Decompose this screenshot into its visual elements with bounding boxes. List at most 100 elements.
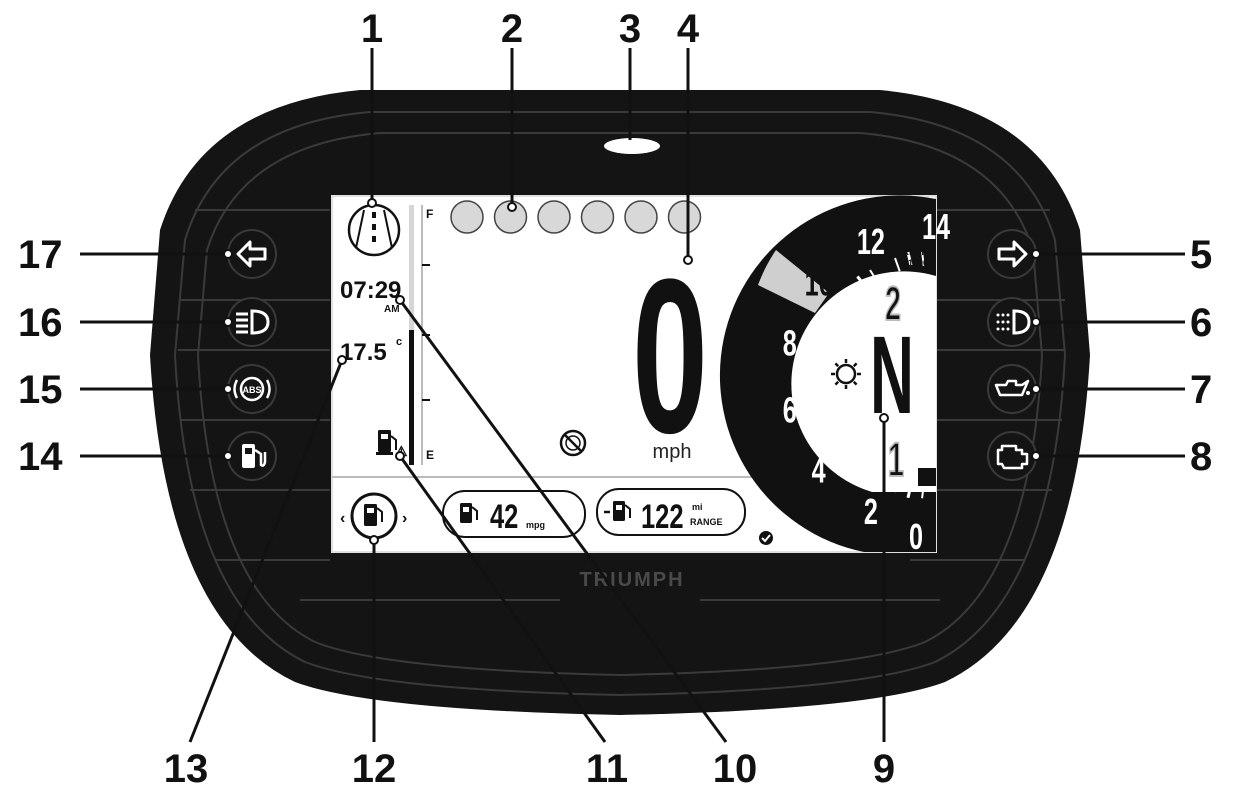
rpm-minor-tick [869,269,879,283]
shift-light-5 [624,200,658,234]
leader-lines [80,48,1185,743]
rpm-minor-tick [847,452,859,464]
range-fuel-icon [604,501,631,521]
rpm-minor-tick [894,478,901,493]
callout-11: 11 [586,747,628,791]
gear-below: 1 [888,434,904,487]
callout-4: 4 [677,7,700,51]
callout-3: 3 [619,7,641,51]
gear-above: 2 [885,278,901,331]
gear-current: N [870,314,914,437]
chevron-right-icon: › [402,510,407,527]
shift-lights [450,200,702,234]
fuel-empty-label: E [426,448,434,462]
callout-6: 6 [1190,301,1212,345]
brand-logo: TRIUMPH [579,569,684,591]
range-unit: mi [692,502,703,512]
leader-dots [223,198,1041,545]
tell-tales-right [987,229,1037,481]
oil-pressure-icon [987,364,1037,414]
fuel-gauge: F E ⚠ [376,205,434,465]
callout-17: 17 [18,233,63,277]
rpm-redline-band [758,250,829,313]
rpm-tick [856,461,868,475]
ambient-light-sensor [604,138,660,154]
chevron-left-icon: ‹ [340,510,345,527]
road-display-icon [347,203,401,257]
rpm-minor-tick [869,467,879,481]
rpm-number-6: 6 [783,390,797,431]
callout-12: 12 [352,747,397,791]
rpm-minor-tick [847,286,859,298]
rpm-minor-tick [894,257,901,272]
fuel-economy-pill: 42 mpg [442,490,586,538]
tachometer: 0 2 46 810 12 14 RPM x1000 [719,195,951,558]
callout-14: 14 [18,435,63,479]
engine-check-icon [987,431,1037,481]
callout-15: 15 [18,368,63,412]
callout-10: 10 [713,747,758,791]
fuel-info-icon [364,504,383,526]
ambient-temperature: 17.5 [340,339,387,366]
shift-light-6 [667,200,702,234]
shift-light-1 [450,200,484,234]
speed-unit: mph [653,441,692,463]
fuel-pump-icon [376,430,397,455]
rpm-number-4: 4 [812,450,827,491]
callout-8: 8 [1190,435,1212,479]
rpm-minor-tick [830,432,844,442]
callout-7: 7 [1190,368,1212,412]
left-indicator-icon [227,229,277,279]
rpm-number-10: 10 [805,263,833,304]
rpm-tick [821,422,836,432]
rpm-number-14: 14 [922,207,951,248]
right-indicator-icon [987,229,1037,279]
range-pill: 122 mi RANGE [596,488,746,536]
callout-9: 9 [873,747,895,791]
callout-numbers: 1 2 3 4 5 6 7 8 9 10 11 12 13 14 15 16 1… [18,7,1212,791]
rpm-minor-tick [812,386,827,390]
tft-screen: F E ⚠ 07:29 AM 17.5 c 0 mph ‹ [331,195,951,558]
callout-13: 13 [164,747,209,791]
gear-indicator: 2 N 1 [831,277,914,488]
rpm-label: RPM [902,247,924,258]
rpm-scale-label: x1000 [903,258,928,268]
fuel-full-label: F [426,207,433,221]
rpm-minor-tick [818,410,833,417]
callout-2: 2 [501,7,523,51]
ambient-temperature-unit: c [396,336,402,348]
cruise-control-icon [559,429,587,457]
rpm-tick [856,275,868,289]
rpm-tick [906,251,913,267]
range-value: 122 [641,499,684,536]
rpm-tick [906,483,913,499]
rpm-minor-tick [818,333,833,340]
callout-5: 5 [1190,233,1212,277]
rpm-number-0: 0 [909,517,923,558]
shift-light-3 [537,200,571,234]
speedometer-value: 0 [632,232,708,478]
clock-display: 07:29 [340,277,401,304]
low-fuel-icon [227,431,277,481]
high-beam-icon [227,297,277,347]
clock-ampm: AM [384,304,400,315]
rpm-minor-tick [921,251,925,266]
fuel-economy-unit: mpg [526,520,545,530]
fuel-economy-value: 42 [490,499,518,536]
rpm-minor-tick [812,360,827,364]
callout-1: 1 [361,7,383,51]
svg-text:ABS: ABS [242,385,261,395]
fog-light-icon [987,297,1037,347]
callout-16: 16 [18,301,63,345]
range-label: RANGE [690,517,723,527]
rpm-tick [821,318,836,328]
rpm-number-8: 8 [783,323,797,364]
fuel-economy-icon [460,503,478,523]
status-check-icon [759,531,773,545]
shift-light-4 [580,200,615,234]
rpm-number-12: 12 [857,221,885,262]
shift-gear-icon [831,359,861,389]
rpm-minor-tick [921,484,925,499]
rpm-minor-tick [830,308,844,318]
